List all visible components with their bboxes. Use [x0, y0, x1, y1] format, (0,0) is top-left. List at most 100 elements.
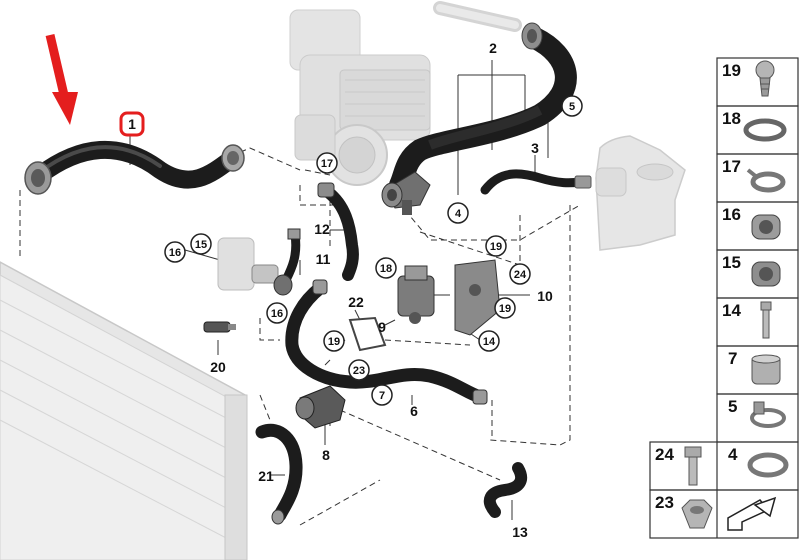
callout-13: 13	[512, 524, 528, 540]
thermostat-housing	[381, 171, 431, 215]
svg-text:19: 19	[722, 61, 741, 80]
svg-text:4: 4	[728, 445, 738, 464]
holder-bracket	[348, 316, 387, 352]
callout-17: 17	[316, 152, 338, 174]
callout-12: 12	[314, 221, 330, 237]
direction-arrow-icon	[727, 496, 777, 531]
callout-19-right: 19	[494, 297, 516, 319]
callout-19-top: 19	[485, 235, 507, 257]
valve-bracket	[454, 259, 501, 336]
screw-clip-icon	[755, 60, 775, 97]
svg-text:7: 7	[379, 390, 385, 402]
callout-5: 5	[561, 95, 583, 117]
legend-item-19: 19	[722, 60, 775, 97]
svg-text:7: 7	[728, 349, 737, 368]
svg-text:16: 16	[722, 205, 741, 224]
spring-clip-icon	[746, 168, 786, 193]
coolant-valve	[397, 265, 435, 324]
electric-pump	[295, 385, 346, 429]
svg-text:19: 19	[499, 303, 511, 315]
highlight-arrow	[45, 33, 78, 125]
legend-item-15: 15	[722, 253, 781, 287]
callout-9: 9	[378, 319, 386, 335]
callout-22: 22	[348, 294, 364, 310]
sleeve-icon	[751, 354, 781, 385]
hose-6	[285, 279, 488, 405]
legend-item-17: 17	[722, 157, 786, 193]
pipe-top	[433, 1, 522, 32]
svg-text:15: 15	[722, 253, 741, 272]
callout-10: 10	[537, 288, 553, 304]
callout-21: 21	[258, 468, 274, 484]
hose-1-clamp-right	[221, 144, 245, 172]
hose-21	[255, 423, 303, 525]
svg-text:5: 5	[728, 397, 737, 416]
legend-item-14: 14	[722, 301, 772, 339]
legend-item-direction	[727, 496, 777, 531]
svg-text:18: 18	[722, 109, 741, 128]
svg-text:17: 17	[722, 157, 741, 176]
quick-coupling-icon	[751, 214, 781, 240]
svg-text:23: 23	[353, 365, 365, 377]
callout-11: 11	[316, 251, 331, 267]
svg-text:23: 23	[655, 493, 674, 512]
quick-coupling-angled-icon	[751, 261, 781, 287]
callout-2: 2	[489, 40, 497, 56]
engine-module	[289, 9, 431, 186]
worm-clamp-icon	[750, 401, 786, 428]
callout-24: 24	[509, 263, 531, 285]
callout-23: 23	[348, 359, 370, 381]
hose-clamp-band-icon	[743, 118, 787, 142]
callout-1[interactable]: 1	[119, 111, 145, 137]
svg-text:24: 24	[655, 445, 674, 464]
legend-item-4: 4	[728, 445, 789, 478]
svg-text:17: 17	[321, 158, 333, 170]
band-clamp-icon	[747, 452, 789, 478]
callout-3: 3	[531, 140, 539, 156]
callout-7: 7	[371, 384, 393, 406]
svg-text:19: 19	[490, 241, 502, 253]
hex-nut-icon	[681, 499, 713, 529]
legend-item-18: 18	[722, 109, 787, 142]
callout-20: 20	[210, 359, 226, 375]
hex-bolt-icon	[684, 446, 702, 486]
svg-text:15: 15	[195, 239, 207, 251]
legend-item-24: 24	[655, 445, 702, 486]
hose-1	[24, 141, 245, 195]
svg-text:14: 14	[722, 301, 741, 320]
callout-16-left: 16	[164, 241, 186, 263]
hose-12	[317, 182, 359, 281]
svg-text:14: 14	[483, 336, 496, 348]
legend-item-16: 16	[722, 205, 781, 240]
bleed-screw	[203, 321, 236, 333]
hose-13	[483, 462, 528, 518]
svg-text:5: 5	[569, 101, 575, 113]
svg-text:1: 1	[128, 116, 136, 132]
callout-8: 8	[322, 447, 330, 463]
callout-4: 4	[447, 202, 469, 224]
expansion-tank	[595, 135, 686, 251]
radiator	[0, 261, 248, 560]
callout-16-right: 16	[266, 302, 288, 324]
hose-3	[480, 169, 592, 195]
legend-item-7: 7	[728, 349, 781, 385]
callout-15: 15	[190, 233, 212, 255]
callout-14: 14	[478, 330, 500, 352]
parts-legend	[649, 57, 799, 539]
callout-19-left: 19	[323, 330, 345, 352]
svg-text:16: 16	[271, 308, 283, 320]
callout-6: 6	[410, 403, 418, 419]
callout-18: 18	[375, 257, 397, 279]
svg-text:19: 19	[328, 336, 340, 348]
svg-text:18: 18	[380, 263, 392, 275]
hose-1-clamp-left	[24, 161, 52, 195]
legend-item-5: 5	[728, 397, 786, 428]
svg-text:24: 24	[514, 269, 527, 281]
hose-11	[281, 228, 301, 285]
svg-text:16: 16	[169, 247, 181, 259]
legend-item-23: 23	[655, 493, 713, 529]
coupling-assembly	[217, 237, 293, 296]
svg-text:4: 4	[455, 208, 462, 220]
hose-2	[389, 22, 577, 196]
